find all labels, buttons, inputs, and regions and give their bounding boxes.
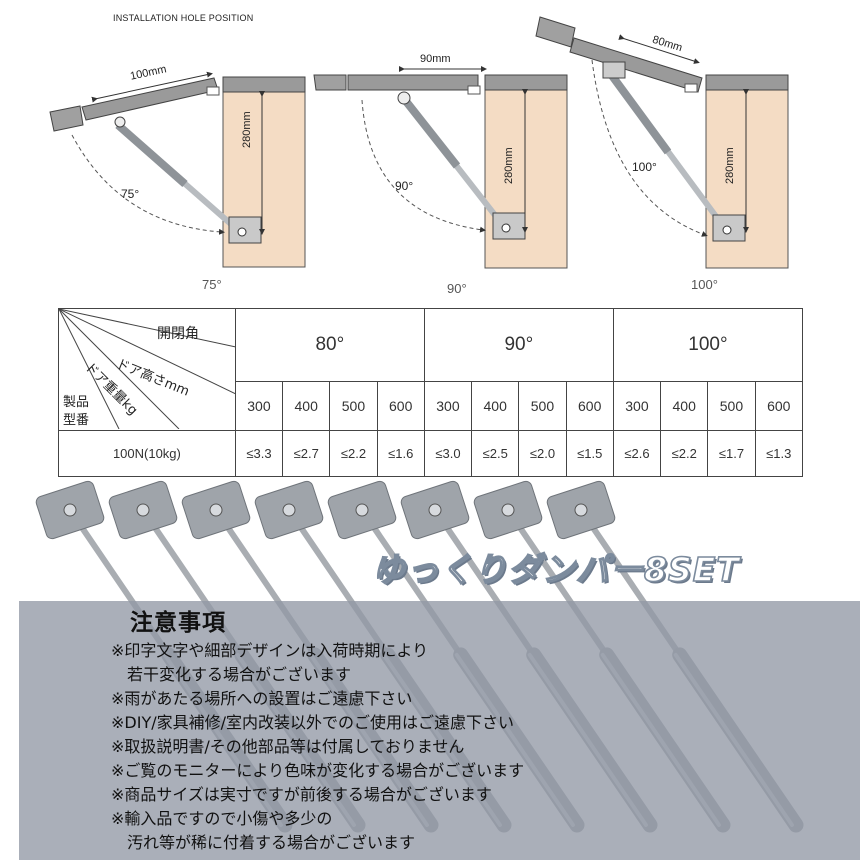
table-row: 100N(10kg) ≤3.3 ≤2.7 ≤2.2 ≤1.6 ≤3.0 ≤2.5… <box>58 430 804 477</box>
height-label-100: 280mm <box>724 147 736 184</box>
size-header: 500 <box>329 381 378 431</box>
bracket-pivot <box>237 227 247 237</box>
bracket-bolt <box>282 503 296 517</box>
table-corner-header: 開閉角 ドア高さmm ドア重量kg 製品 型番 <box>58 308 236 431</box>
bracket-bolt <box>63 503 77 517</box>
size-header: 600 <box>376 381 425 431</box>
angle-caption-90: 90° <box>447 281 467 296</box>
strut-lid-bracket <box>602 61 626 79</box>
door-lid-end <box>313 74 347 91</box>
offset-dimension <box>618 34 700 64</box>
value-cell: ≤1.6 <box>376 430 425 477</box>
angle-header-100: 100° <box>612 308 804 382</box>
note-line: ※ご覧のモニターにより色味が変化する場合がございます <box>111 761 525 780</box>
bracket-pivot <box>722 225 732 235</box>
height-label-90: 280mm <box>503 147 515 184</box>
height-label-75: 280mm <box>241 111 253 148</box>
value-cell: ≤2.2 <box>660 430 709 477</box>
value-cell: ≤2.6 <box>612 430 662 477</box>
value-cell: ≤1.7 <box>707 430 756 477</box>
note-line: ※輸入品ですので小傷や多少の <box>111 809 333 828</box>
note-line: 若干変化する場合がございます <box>111 665 352 684</box>
value-cell: ≤3.3 <box>234 430 284 477</box>
bracket-bolt <box>355 503 369 517</box>
value-cell: ≤2.2 <box>329 430 378 477</box>
swing-arc <box>361 99 486 233</box>
gas-strut-cylinder <box>401 97 461 169</box>
diagram-panel-75 <box>49 71 306 268</box>
size-header: 600 <box>565 381 614 431</box>
note-line: ※取扱説明書/その他部品等は付属しておりません <box>111 737 465 756</box>
angle-label-100: 100° <box>632 160 657 174</box>
strut-pivot <box>114 116 126 128</box>
door-lid-end <box>535 16 576 48</box>
installation-diagrams <box>49 16 789 269</box>
cabinet-top <box>222 76 306 93</box>
angle-label-75: 75° <box>121 187 140 201</box>
size-header: 300 <box>234 381 284 431</box>
value-cell: ≤1.5 <box>565 430 614 477</box>
hinge <box>467 85 481 95</box>
bracket-bolt <box>209 503 223 517</box>
corner-diagonals <box>59 309 236 429</box>
hinge <box>684 83 698 93</box>
swing-arc <box>71 134 225 235</box>
size-header: 400 <box>471 381 520 431</box>
spec-table: 開閉角 ドア高さmm ドア重量kg 製品 型番 80° 90° 100° 300… <box>58 308 804 477</box>
note-line: 汚れ等が稀に付着する場合がございます <box>111 833 416 852</box>
angle-header-90: 90° <box>423 308 614 382</box>
notes-band <box>19 601 860 860</box>
note-line: ※雨があたる場所への設置はご遠慮下さい <box>111 689 413 708</box>
bracket-bolt <box>136 503 150 517</box>
size-header: 400 <box>282 381 331 431</box>
note-line: ※DIY/家具補修/室内改装以外でのご使用はご遠慮下さい <box>111 713 515 732</box>
notes-title: 注意事項 <box>130 610 226 636</box>
bracket-bolt <box>428 503 442 517</box>
angle-header-80: 80° <box>234 308 425 382</box>
gas-strut-cylinder <box>606 70 672 155</box>
installation-title: INSTALLATION HOLE POSITION <box>113 13 254 23</box>
product-banner: ゆっくりダンパー8SET <box>371 549 740 590</box>
size-header: 500 <box>707 381 756 431</box>
size-header: 300 <box>612 381 662 431</box>
strut-pivot <box>397 91 411 105</box>
swing-arc <box>591 59 708 237</box>
corner-angle-label: 開閉角 <box>157 326 199 342</box>
value-cell: ≤3.0 <box>423 430 473 477</box>
size-header: 600 <box>754 381 804 431</box>
angle-caption-100: 100° <box>691 277 718 292</box>
model-cell: 100N(10kg) <box>58 430 236 477</box>
gas-strut-cylinder <box>115 121 188 188</box>
size-header: 500 <box>518 381 567 431</box>
door-lid <box>81 77 219 121</box>
angle-label-90: 90° <box>395 179 414 193</box>
note-line: ※商品サイズは実寸ですが前後する場合がございます <box>111 785 492 804</box>
cabinet-top <box>705 74 789 91</box>
corner-product-label: 製品 <box>63 395 90 410</box>
bracket-bolt <box>574 503 588 517</box>
diagram-panel-90 <box>313 66 568 269</box>
value-cell: ≤1.3 <box>754 430 804 477</box>
angle-caption-75: 75° <box>202 277 222 292</box>
note-line: ※印字文字や細部デザインは入荷時期により <box>111 641 429 660</box>
door-lid-end <box>49 105 84 132</box>
hinge <box>206 86 220 96</box>
value-cell: ≤2.5 <box>471 430 520 477</box>
offset-dimension <box>91 71 213 103</box>
size-header: 300 <box>423 381 473 431</box>
value-cell: ≤2.0 <box>518 430 567 477</box>
cabinet-top <box>484 74 568 91</box>
diagram-panel-100 <box>535 16 789 269</box>
corner-model-label: 型番 <box>63 413 90 428</box>
bracket-pivot <box>501 223 511 233</box>
offset-label-90: 90mm <box>420 53 451 65</box>
size-header: 400 <box>660 381 709 431</box>
door-lid <box>347 74 479 91</box>
bracket-bolt <box>501 503 515 517</box>
